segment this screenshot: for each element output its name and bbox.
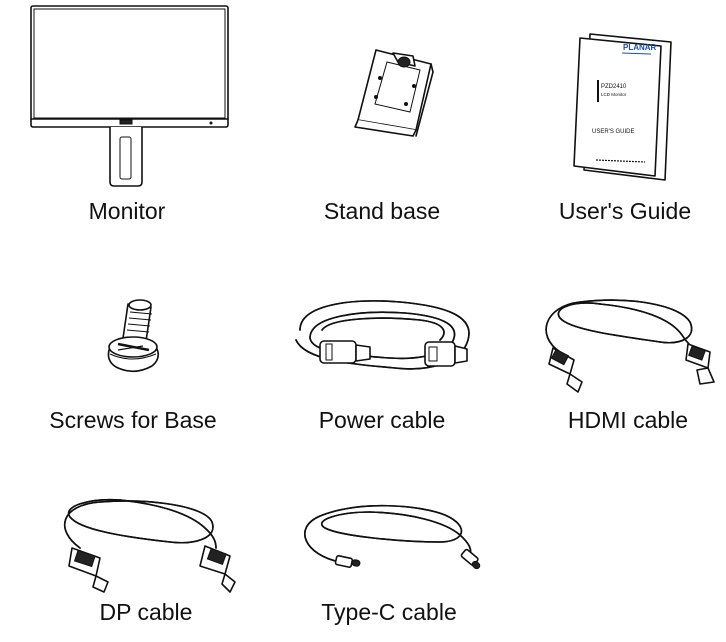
item-label-hdmi-cable: HDMI cable (567, 407, 689, 433)
screw-illustration (107, 299, 160, 373)
item-label-power-cable: Power cable (318, 407, 446, 433)
item-label-monitor: Monitor (88, 198, 166, 224)
guide-title: USER'S GUIDE (592, 129, 635, 135)
item-label-users-guide: User's Guide (558, 198, 692, 224)
item-label-screws-for-base: Screws for Base (49, 407, 217, 433)
item-label-type-c-cable: Type-C cable (321, 599, 457, 625)
guide-model: PZD2410 (601, 84, 627, 90)
users-guide-illustration (573, 33, 672, 181)
monitor-illustration (30, 5, 229, 187)
item-label-dp-cable: DP cable (99, 599, 193, 625)
type-c-cable-illustration (304, 504, 481, 570)
hdmi-cable-illustration (545, 299, 715, 393)
dp-cable-illustration (63, 498, 236, 593)
stand-base-illustration (354, 49, 434, 137)
guide-subtitle: LCD Monitor (601, 92, 627, 97)
item-label-stand-base: Stand base (323, 198, 441, 224)
guide-brand: PLANAR (623, 43, 657, 52)
power-cable-illustration (295, 300, 470, 370)
